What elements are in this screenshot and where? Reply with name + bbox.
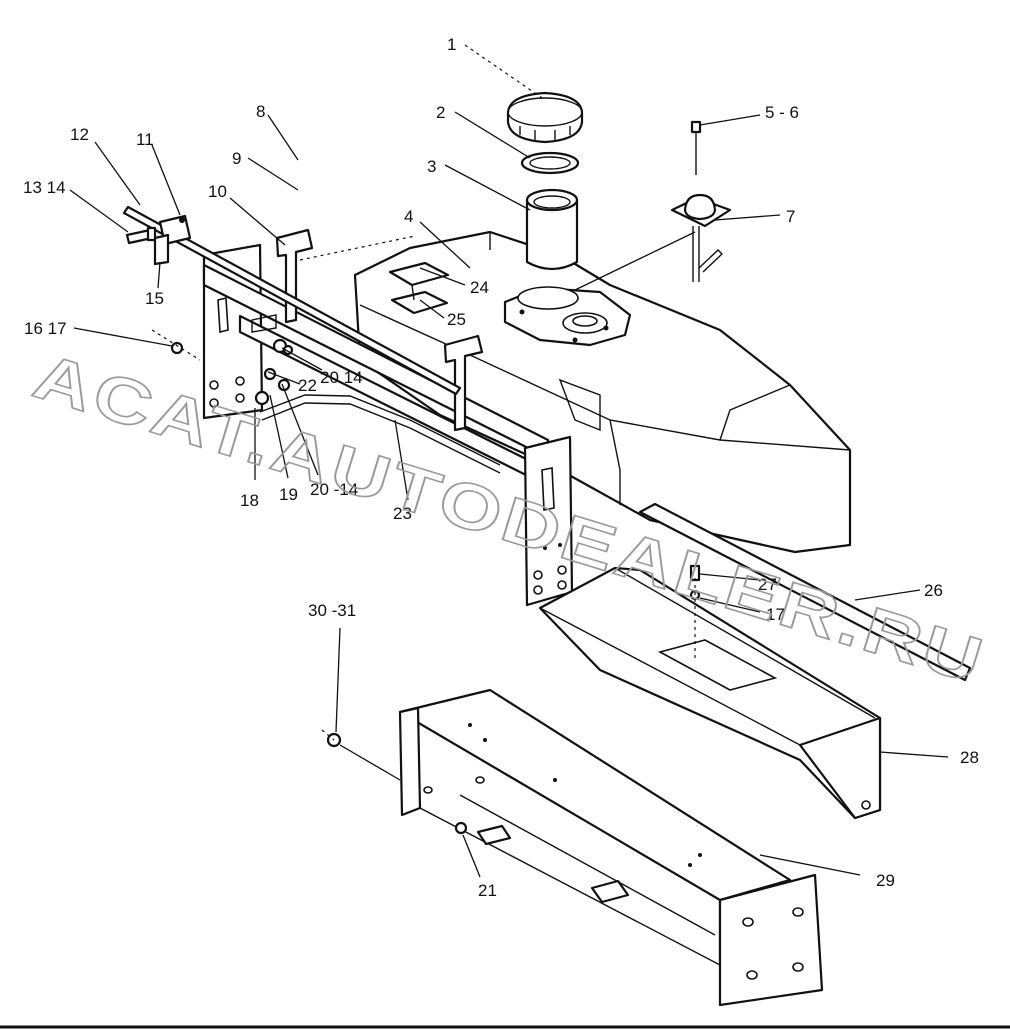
callout-22: 22: [298, 376, 317, 395]
rubber-strip: [638, 502, 972, 682]
callout-8: 8: [256, 102, 265, 121]
rubber-pads: [388, 261, 450, 315]
clamp-bracket-left: [275, 228, 314, 324]
callout-1: 1: [447, 35, 456, 54]
sensor-screw: [690, 120, 702, 175]
callout-20-14-upper: 20 14: [320, 368, 363, 387]
callout-27: 27: [758, 575, 777, 594]
callout-28: 28: [960, 748, 979, 767]
fuel-level-sensor: [670, 193, 732, 282]
rod-clamp-block: [153, 214, 192, 266]
beam-nut: [454, 821, 468, 835]
callout-23: 23: [393, 504, 412, 523]
rod-bolt: [125, 226, 157, 245]
callout-24: 24: [470, 278, 489, 297]
callout-13-14: 13 14: [23, 178, 66, 197]
callout-7: 7: [786, 207, 795, 226]
filler-neck-flange: [503, 286, 632, 347]
sealing-ring: [520, 151, 580, 175]
fuel-tank: [353, 230, 852, 554]
callout-2: 2: [436, 103, 445, 122]
callout-4: 4: [404, 207, 413, 226]
callout-16-17: 16 17: [24, 319, 67, 338]
callout-19: 19: [279, 485, 298, 504]
callout-17: 17: [766, 605, 785, 624]
leader-lines: [69, 44, 949, 878]
callout-20-14-lower: 20 -14: [310, 480, 358, 499]
callout-9: 9: [232, 149, 241, 168]
tension-rod: [122, 205, 462, 396]
callout-12: 12: [70, 125, 89, 144]
callout-30-31: 30 -31: [308, 601, 356, 620]
tank-tray: [538, 566, 882, 820]
callout-10: 10: [208, 182, 227, 201]
callout-15: 15: [145, 289, 164, 308]
callout-5-6: 5 - 6: [765, 103, 799, 122]
clamp-bracket-right: [443, 334, 484, 432]
filler-cap: [506, 91, 584, 144]
fasteners-cluster: [170, 314, 294, 406]
callout-labels: 1 2 3 4 5 - 6 7 8 9 10 11 12 13 14 15 16…: [23, 35, 979, 900]
callout-21: 21: [478, 881, 497, 900]
callout-3: 3: [427, 157, 436, 176]
cross-beam: [398, 688, 824, 1007]
callout-18: 18: [240, 491, 259, 510]
callout-11: 11: [136, 130, 154, 149]
callout-29: 29: [876, 871, 895, 890]
callout-26: 26: [924, 581, 943, 600]
filler-strainer: [525, 188, 579, 271]
callout-25: 25: [447, 310, 466, 329]
